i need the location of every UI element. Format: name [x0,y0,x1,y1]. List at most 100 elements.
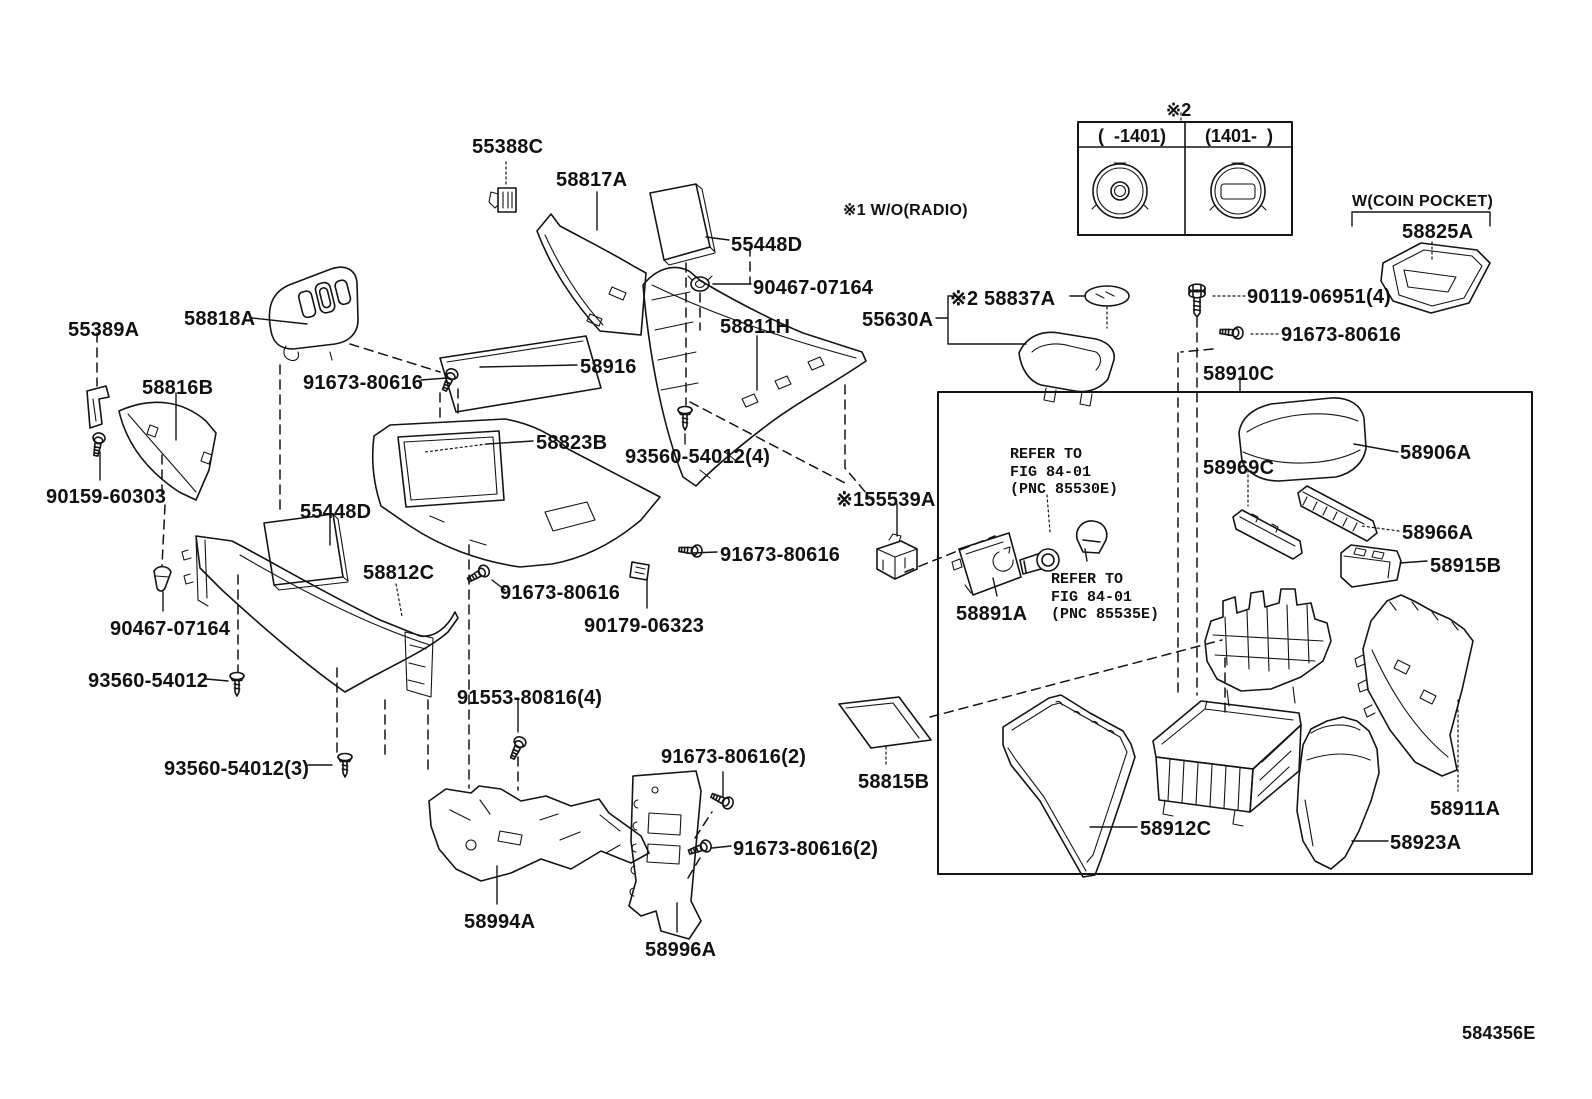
bracket-55389a-drawing [86,385,110,429]
part-label-91673-2: 91673-80616 [720,544,841,566]
clip-90179-drawing [629,561,650,581]
refer2-line1: REFER TO [1051,571,1124,588]
part-label-55630a: 55630A [862,309,934,331]
part-label-91673-3: 91673-80616 [500,582,621,604]
armrest-58906a-drawing [1238,397,1367,482]
part-label-91673-2b: 91673-80616(2) [733,838,879,860]
screw-91673-4-drawing [1218,324,1245,341]
coin-58837a-drawing [1084,285,1130,307]
part-label-58837a: ※2 58837A [950,288,1056,310]
hole-cover-late-drawing [1209,162,1267,219]
part-label-93560-3: 93560-54012(3) [164,758,310,780]
part-label-58816b: 58816B [142,377,214,399]
screw-91673-2-drawing [677,542,704,559]
part-label-91673-2a: 91673-80616(2) [661,746,807,768]
variant-range-early: ( -1401) [1097,126,1167,146]
screw-93560-3-drawing [337,752,353,778]
console-assembly-box [937,391,1533,875]
switch-panel-58818a-drawing [268,266,359,362]
socket-pnc85530e-drawing [1019,548,1060,575]
part-label-155539a: ※155539A [836,489,936,511]
part-label-90467-side: 90467-07164 [110,618,231,640]
bolt-90119-drawing [1188,283,1206,318]
connector-55539a-drawing [876,533,918,580]
part-label-58996a: 58996A [645,939,717,961]
mechanism-bracket-drawing [1204,588,1332,707]
refer1-line2: FIG 84-01 [1010,463,1092,481]
tray-58915b-drawing [1340,544,1402,588]
shell-58912c-drawing [1002,694,1136,878]
cap-pnc85535e-drawing [1075,520,1108,554]
part-label-93560-4: 93560-54012(4) [625,446,771,468]
part-label-58812c: 58812C [363,562,435,584]
pad-55448d-side-drawing [263,513,349,591]
part-label-58906a: 58906A [1400,442,1472,464]
screw-93560-4-drawing [677,405,693,431]
variant-table [1077,121,1293,236]
refer2-line2: FIG 84-01 [1051,588,1133,606]
part-label-58815b: 58815B [858,771,930,793]
panel-58911a-drawing [1354,594,1474,777]
part-label-55389a: 55389A [68,319,140,341]
trim-58966a-drawing [1297,485,1378,542]
bracket-58994a-drawing [428,785,650,882]
bracket-58891a-drawing [951,532,1022,596]
note-variant-mark: ※2 [1166,100,1192,120]
part-label-55388c: 55388C [472,136,544,158]
nut-90467-top-drawing [687,275,713,292]
part-label-58969c: 58969C [1203,457,1275,479]
part-label-93560: 93560-54012 [88,670,209,692]
refer2-line3: (PNC 85535E) [1051,606,1160,623]
panel-58812c-drawing [181,535,459,698]
panel-58823b-drawing [371,418,661,568]
hole-cover-early-drawing [1091,162,1149,219]
cupholder-55630a-drawing [1018,331,1115,407]
grommet-90467-side-drawing [153,565,172,592]
trim-58969c-drawing [1232,509,1303,560]
panel-58816b-drawing [118,401,217,501]
part-label-58966a: 58966A [1402,522,1474,544]
part-label-58911a: 58911A [1430,798,1501,820]
cover-58923a-drawing [1296,716,1380,870]
part-label-55448d-side: 55448D [300,501,372,523]
part-label-58912c: 58912C [1140,818,1212,840]
panel-58817a-drawing [536,213,647,336]
part-label-55448d-top: 55448D [731,234,803,256]
screw-93560-drawing [229,671,245,697]
part-label-90467-top: 90467-07164 [753,277,874,299]
part-label-58811h: 58811H [720,316,791,338]
screw-91673-2b-drawing [686,837,714,859]
screw-91673-2a-drawing [708,789,736,812]
part-label-90179: 90179-06323 [584,615,705,637]
part-label-90119-4: 90119-06951(4) [1247,286,1392,308]
figure-code: 584356E [1462,1023,1536,1043]
mat-58916-drawing [439,335,602,413]
sheet-58815b-drawing [838,696,932,749]
part-label-90159: 90159-60303 [46,486,167,508]
part-label-58910c: 58910C [1203,363,1275,385]
leader-lines [99,112,1491,933]
clip-55388c-drawing [488,187,517,213]
part-label-91553-4: 91553-80816(4) [457,687,603,709]
part-label-58923a: 58923A [1390,832,1462,854]
part-label-58817a: 58817A [556,169,628,191]
part-label-58825a: 58825A [1402,221,1474,243]
part-label-91673-1: 91673-80616 [303,372,424,394]
pad-55448d-top-drawing [649,183,716,266]
part-label-58818a: 58818A [184,308,256,330]
part-label-91673-4: 91673-80616 [1281,324,1402,346]
part-label-58891a: 58891A [956,603,1028,625]
screw-90159-drawing [89,431,107,458]
coinpocket-58825a-drawing [1380,242,1491,314]
bracket-58996a-drawing [628,770,702,940]
refer1-line3: (PNC 85530E) [1010,481,1119,498]
refer1-line1: REFER TO [1010,446,1083,463]
variant-range-late: (1401- ) [1204,126,1274,146]
part-label-58915b: 58915B [1430,555,1502,577]
inner-frame-drawing [1152,700,1302,827]
part-label-58823b: 58823B [536,432,608,454]
